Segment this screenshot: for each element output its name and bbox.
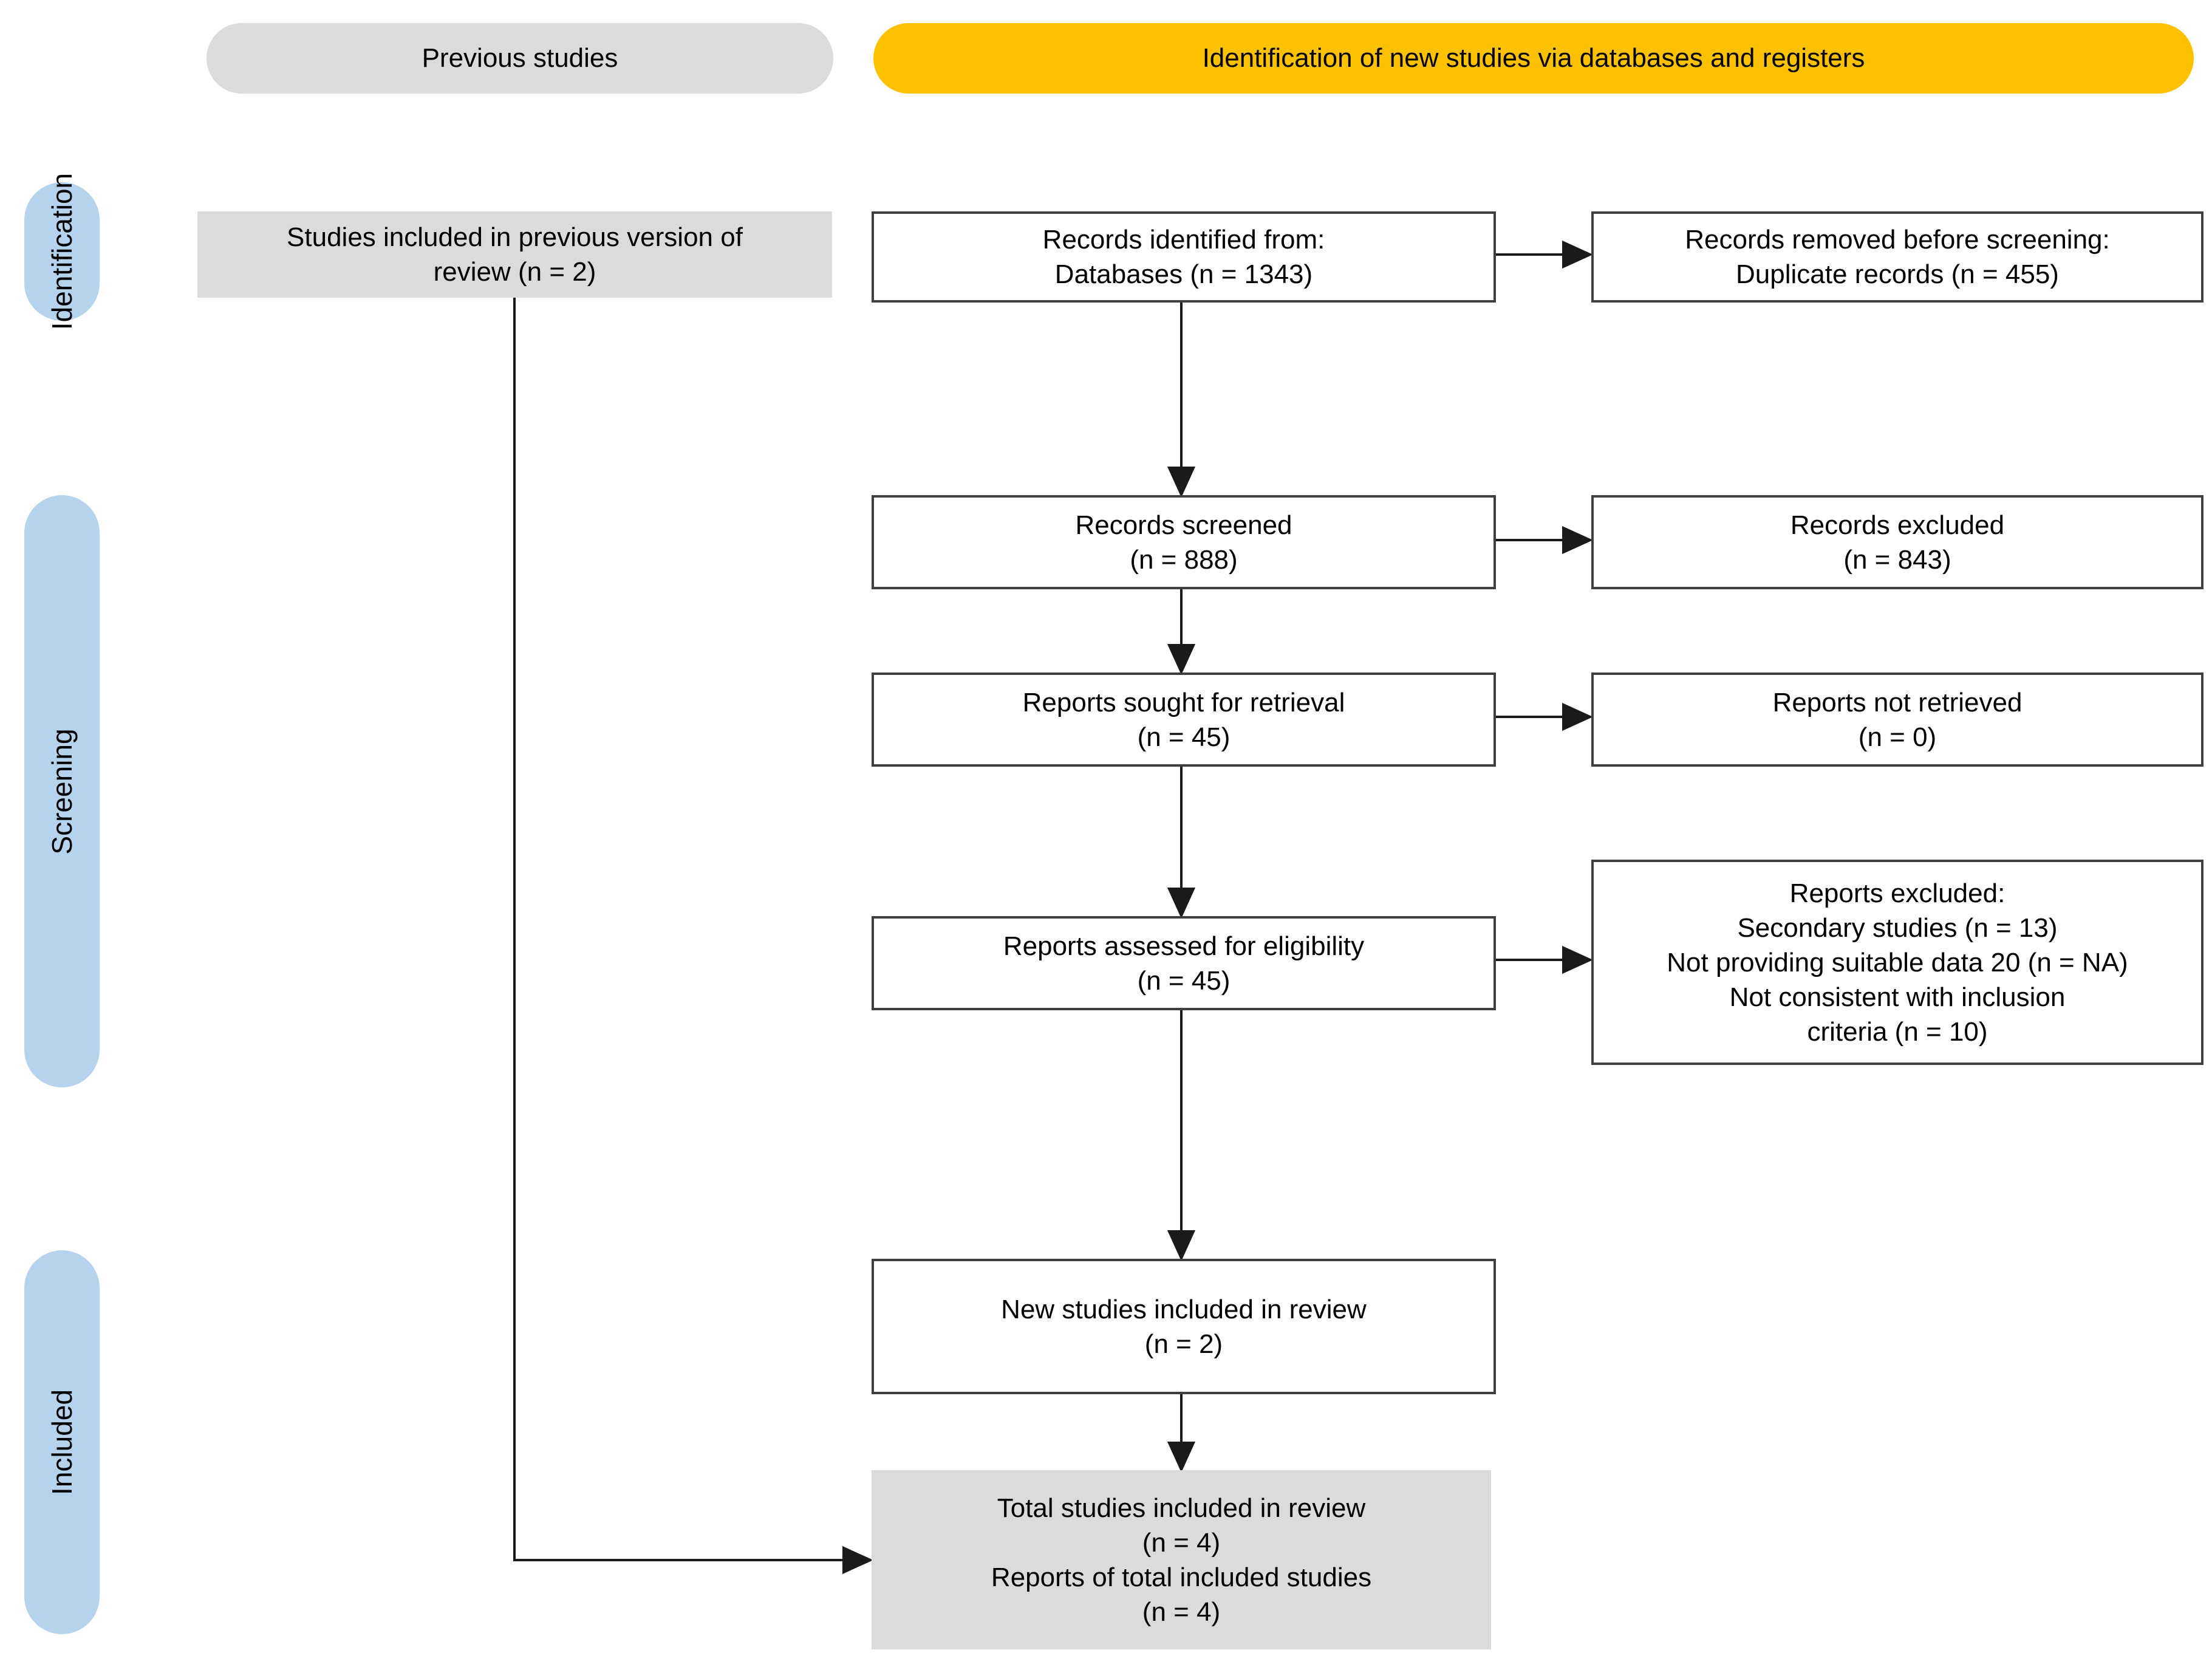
arrow-sought-to-assessed-head bbox=[1167, 888, 1196, 919]
arrow-screened-to-sought-head bbox=[1167, 644, 1196, 675]
arrow-assessed-to-newstudies-head bbox=[1167, 1230, 1196, 1261]
box-reports-assessed: Reports assessed for eligibility (n = 45… bbox=[872, 916, 1496, 1010]
arrow-screened-to-excluded-head bbox=[1562, 525, 1593, 555]
box-previous-review-studies: Studies included in previous version of … bbox=[197, 211, 832, 298]
box-reports-assessed-line2: (n = 45) bbox=[1137, 965, 1231, 996]
box-records-identified-line1: Records identified from: bbox=[1042, 225, 1325, 255]
arrow-previous-to-total-elbow bbox=[513, 298, 844, 1561]
box-reports-sought-line1: Reports sought for retrieval bbox=[1022, 687, 1345, 717]
box-total-line1: Total studies included in review bbox=[997, 1493, 1366, 1523]
arrow-previous-to-total-head bbox=[842, 1545, 873, 1575]
box-records-identified-line2: Databases (n = 1343) bbox=[1054, 259, 1313, 289]
box-not-retrieved-line1: Reports not retrieved bbox=[1772, 687, 2023, 717]
stage-label-included: Included bbox=[46, 1389, 78, 1495]
box-records-removed-line1: Records removed before screening: bbox=[1685, 225, 2110, 255]
box-reports-excluded-line2: Secondary studies (n = 13) bbox=[1737, 912, 2058, 943]
box-total-line2: (n = 4) bbox=[1142, 1527, 1221, 1558]
arrow-identified-to-removed-head bbox=[1562, 240, 1593, 269]
box-reports-not-retrieved: Reports not retrieved (n = 0) bbox=[1591, 673, 2203, 767]
box-records-screened-line1: Records screened bbox=[1075, 510, 1292, 540]
stage-label-identification: Identification bbox=[46, 173, 78, 330]
arrow-assessed-to-reportsexcluded-head bbox=[1562, 945, 1593, 974]
box-records-identified: Records identified from: Databases (n = … bbox=[872, 211, 1496, 303]
arrow-newstudies-to-total-head bbox=[1167, 1442, 1196, 1473]
header-identification-new-studies: Identification of new studies via databa… bbox=[873, 23, 2194, 94]
box-records-removed-line2: Duplicate records (n = 455) bbox=[1736, 259, 2059, 289]
box-reports-excluded-line4: Not consistent with inclusion bbox=[1729, 982, 2066, 1012]
header-previous-studies-label: Previous studies bbox=[422, 43, 618, 73]
box-reports-assessed-line1: Reports assessed for eligibility bbox=[1003, 931, 1365, 961]
box-total-studies-included: Total studies included in review (n = 4)… bbox=[872, 1470, 1491, 1649]
arrow-identified-to-screened-head bbox=[1167, 467, 1196, 498]
box-previous-review-line2: review (n = 2) bbox=[433, 257, 596, 287]
box-new-studies-included: New studies included in review (n = 2) bbox=[872, 1259, 1496, 1394]
box-new-studies-line2: (n = 2) bbox=[1144, 1329, 1223, 1359]
box-records-excluded-line1: Records excluded bbox=[1790, 510, 2005, 540]
box-records-screened: Records screened (n = 888) bbox=[872, 495, 1496, 589]
box-reports-sought-line2: (n = 45) bbox=[1137, 722, 1231, 752]
stage-band-identification: Identification bbox=[24, 173, 100, 330]
box-total-line4: (n = 4) bbox=[1142, 1597, 1221, 1627]
header-identification-new-studies-label: Identification of new studies via databa… bbox=[1202, 43, 1865, 73]
box-records-excluded: Records excluded (n = 843) bbox=[1591, 495, 2203, 589]
box-reports-sought: Reports sought for retrieval (n = 45) bbox=[872, 673, 1496, 767]
stage-label-screening: Screening bbox=[46, 728, 78, 855]
box-total-line3: Reports of total included studies bbox=[991, 1562, 1372, 1592]
box-reports-excluded-line3: Not providing suitable data 20 (n = NA) bbox=[1667, 947, 2128, 977]
box-reports-excluded-line1: Reports excluded: bbox=[1789, 878, 2005, 908]
box-records-removed: Records removed before screening: Duplic… bbox=[1591, 211, 2203, 303]
arrow-sought-to-notretrieved-head bbox=[1562, 702, 1593, 731]
box-records-screened-line2: (n = 888) bbox=[1130, 544, 1238, 575]
box-records-excluded-line2: (n = 843) bbox=[1843, 544, 1951, 575]
header-previous-studies: Previous studies bbox=[207, 23, 833, 94]
box-reports-excluded: Reports excluded: Secondary studies (n =… bbox=[1591, 860, 2203, 1065]
stage-band-screening: Screening bbox=[24, 495, 100, 1087]
box-not-retrieved-line2: (n = 0) bbox=[1858, 722, 1937, 752]
box-reports-excluded-line5: criteria (n = 10) bbox=[1807, 1016, 1988, 1047]
box-new-studies-line1: New studies included in review bbox=[1001, 1294, 1367, 1324]
box-previous-review-line1: Studies included in previous version of bbox=[287, 222, 743, 252]
stage-band-included: Included bbox=[24, 1250, 100, 1634]
